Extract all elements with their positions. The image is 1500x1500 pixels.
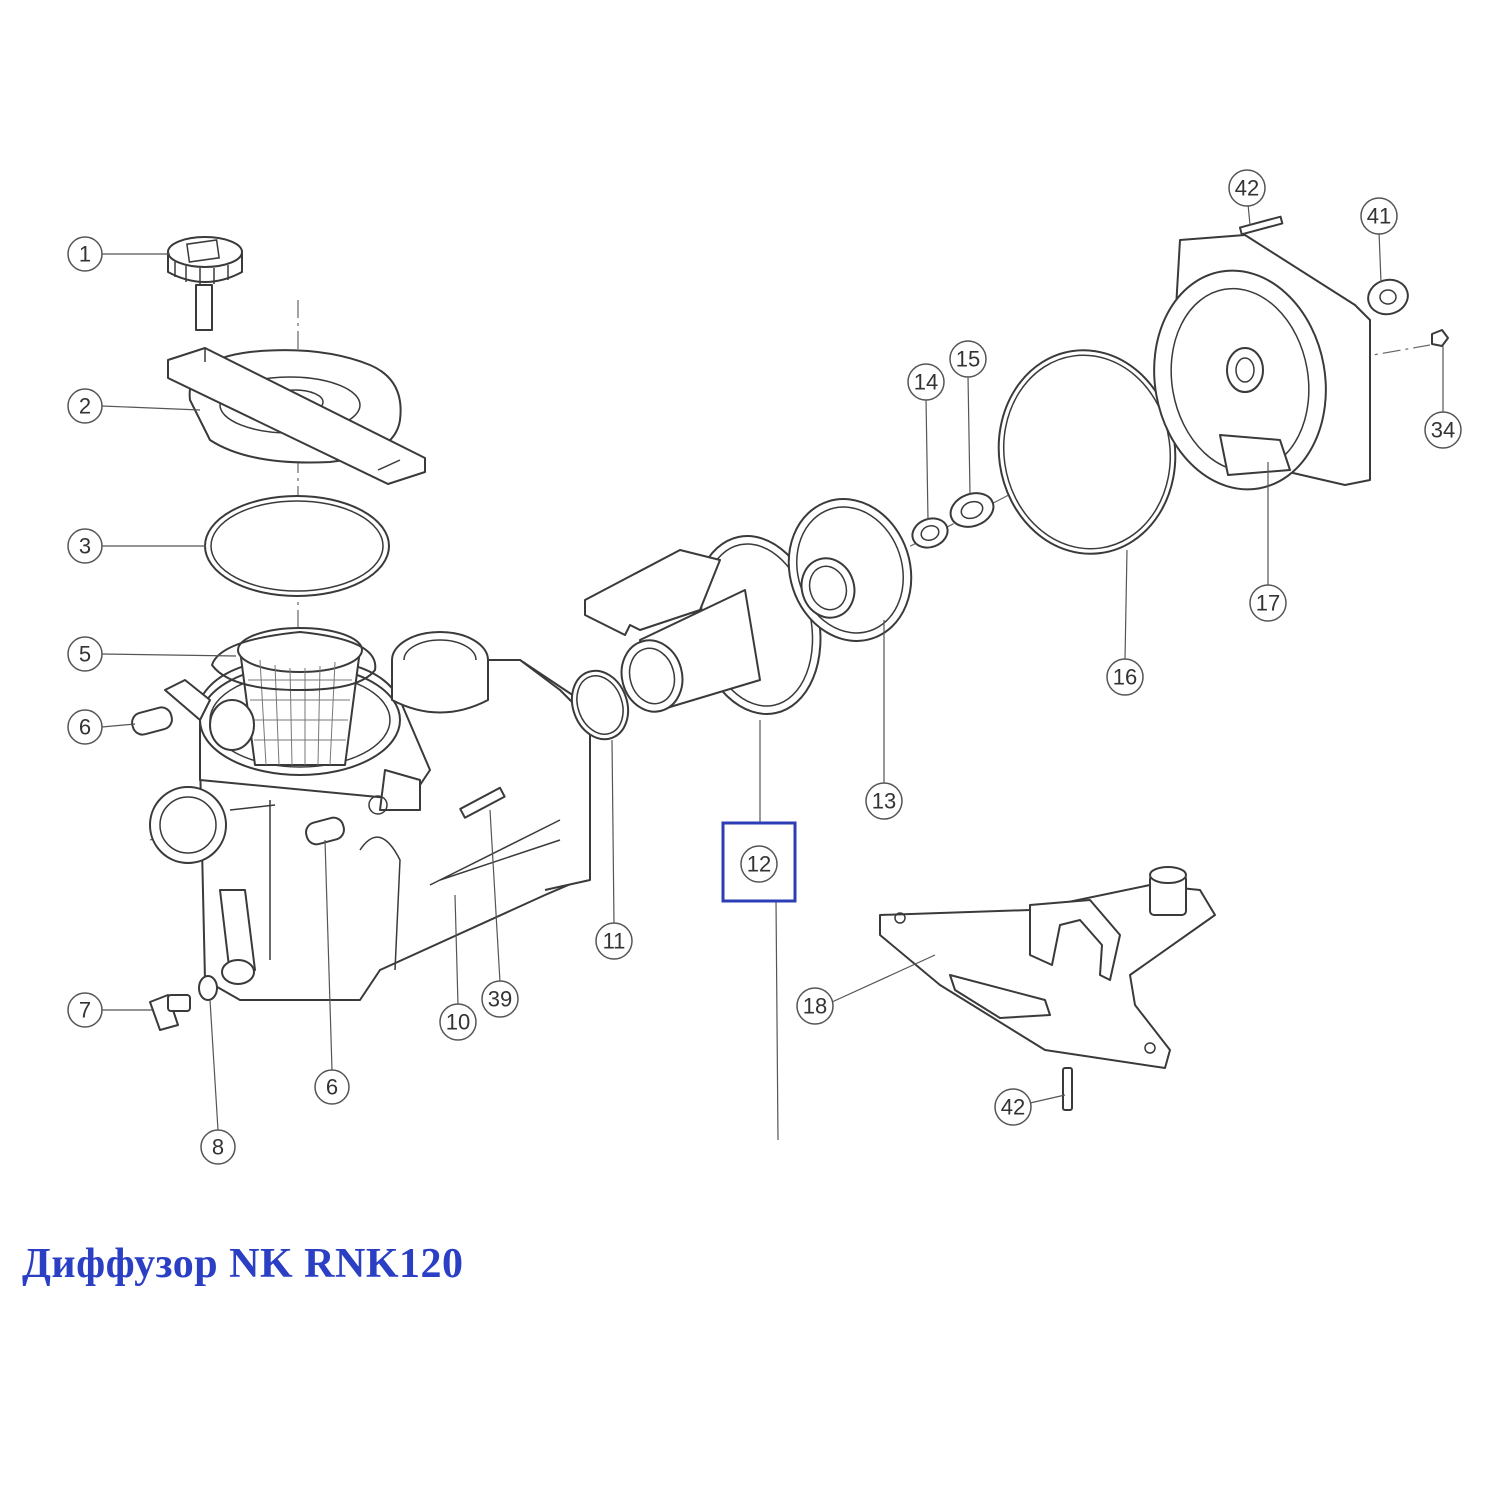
svg-text:17: 17 — [1256, 591, 1280, 616]
part-2-lid-clamp — [167, 347, 426, 485]
svg-text:15: 15 — [956, 347, 980, 372]
callout-3: 3 — [67, 528, 103, 564]
callout-34: 34 — [1424, 411, 1462, 449]
callout-18: 18 — [796, 987, 834, 1025]
diagram-caption: Диффузор NK RNK120 — [22, 1241, 464, 1287]
callout-41: 41 — [1360, 197, 1398, 235]
callout-6-bottom: 6 — [314, 1069, 350, 1105]
svg-text:12: 12 — [747, 852, 771, 877]
callout-42-top: 42 — [1228, 169, 1266, 207]
callout-11: 11 — [595, 922, 633, 960]
svg-text:41: 41 — [1367, 204, 1391, 229]
part-10-pump-housing — [149, 631, 591, 1001]
callout-6-left: 6 — [67, 709, 103, 745]
callout-1: 1 — [67, 236, 103, 272]
part-13-impeller — [787, 498, 913, 642]
part-1-lid-knob — [167, 236, 243, 331]
svg-text:16: 16 — [1113, 665, 1137, 690]
svg-text:39: 39 — [488, 987, 512, 1012]
part-11-o-ring — [570, 669, 630, 741]
svg-text:11: 11 — [603, 929, 626, 954]
part-18-motor-base — [879, 866, 1216, 1069]
part-17-seal-plate — [1153, 234, 1371, 491]
svg-text:2: 2 — [79, 394, 91, 419]
part-5-strainer-basket — [209, 627, 377, 766]
part-15-seal — [949, 492, 995, 528]
part-8-drain-o-ring — [198, 975, 218, 1001]
callout-2: 2 — [67, 388, 103, 424]
part-7-drain-plug — [149, 994, 191, 1031]
part-6-pins — [131, 706, 345, 846]
part-3-o-ring — [204, 495, 390, 597]
part-42-bolt-top — [1238, 215, 1284, 236]
highlight-box-part-12 — [721, 821, 797, 903]
part-42-bolt-bottom — [1062, 1067, 1073, 1111]
svg-text:10: 10 — [446, 1010, 470, 1035]
part-14-seal — [911, 517, 949, 549]
svg-text:14: 14 — [914, 370, 938, 395]
callout-12: 12 — [740, 845, 778, 883]
callout-7: 7 — [67, 992, 103, 1028]
callout-16: 16 — [1106, 658, 1144, 696]
svg-text:42: 42 — [1001, 1095, 1025, 1120]
callout-8: 8 — [200, 1129, 236, 1165]
svg-text:7: 7 — [79, 998, 91, 1023]
callout-17: 17 — [1249, 584, 1287, 622]
svg-text:42: 42 — [1235, 176, 1259, 201]
svg-text:13: 13 — [872, 789, 896, 814]
svg-text:34: 34 — [1431, 418, 1455, 443]
svg-text:6: 6 — [79, 715, 91, 740]
callout-15: 15 — [949, 340, 987, 378]
svg-text:3: 3 — [79, 534, 91, 559]
callout-39: 39 — [481, 980, 519, 1018]
part-16-o-ring — [997, 349, 1177, 555]
callout-10: 10 — [439, 1003, 477, 1041]
part-34-nut — [1431, 329, 1449, 347]
callout-13: 13 — [865, 782, 903, 820]
svg-text:18: 18 — [803, 994, 827, 1019]
part-41-washer — [1367, 278, 1409, 316]
callout-42-bottom: 42 — [994, 1088, 1032, 1126]
part-12-diffuser — [584, 535, 822, 715]
svg-text:5: 5 — [79, 642, 91, 667]
callout-14: 14 — [907, 363, 945, 401]
svg-text:1: 1 — [79, 242, 91, 267]
svg-text:6: 6 — [326, 1075, 338, 1100]
leader-lines — [101, 203, 1444, 1141]
callout-5: 5 — [67, 636, 103, 672]
svg-text:8: 8 — [212, 1135, 224, 1160]
